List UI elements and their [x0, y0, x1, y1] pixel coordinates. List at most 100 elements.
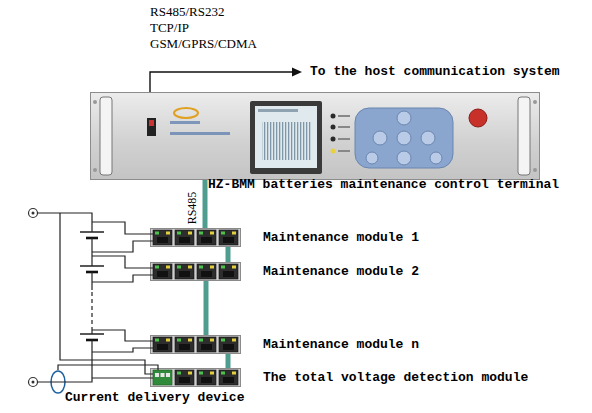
module-ports	[175, 337, 194, 352]
circuit-wire	[38, 213, 159, 382]
power-switch	[147, 118, 156, 136]
sensor-outline	[50, 370, 66, 394]
button-pad	[421, 131, 435, 145]
power-switch	[149, 120, 154, 126]
circuit-wire	[60, 213, 153, 374]
rs485-cable	[226, 247, 231, 262]
module-ports	[197, 337, 216, 352]
rack-handle	[100, 97, 112, 175]
module-ports	[175, 264, 194, 279]
terminal-block	[155, 373, 159, 377]
module-ports	[175, 230, 194, 245]
circuit-wire	[92, 275, 153, 282]
circuit-wire	[91, 272, 92, 290]
battery-cell	[80, 333, 104, 334]
protocol-label: TCP/IP	[150, 20, 189, 36]
protocol-label: GSM/GPRS/CDMA	[150, 36, 257, 52]
maintenance-module: Maintenance module 2	[150, 262, 241, 281]
module-ports	[219, 230, 238, 245]
circuit-wire	[92, 377, 153, 378]
battery-cell	[86, 271, 98, 274]
rack-handle	[533, 168, 537, 172]
battery-cell	[80, 265, 104, 266]
terminal-block	[161, 373, 165, 377]
module-ports	[197, 264, 216, 279]
lcd-screen	[262, 122, 312, 160]
rs485-cable	[203, 180, 208, 228]
terminal-block	[153, 370, 172, 385]
battery-terminal	[29, 209, 38, 218]
button-pad	[430, 152, 442, 164]
circuit-wire	[38, 213, 93, 232]
button-pad	[397, 151, 411, 165]
rs485-cable	[204, 281, 209, 335]
module-ports	[153, 230, 238, 385]
circuit-wire	[92, 256, 153, 268]
button-pad	[469, 109, 487, 127]
circuit-wire	[91, 328, 92, 334]
module-ports	[153, 264, 172, 279]
module-ports	[219, 264, 238, 279]
battery-terminal	[29, 209, 38, 387]
circuit-wire	[92, 241, 153, 252]
module-ports	[153, 230, 172, 245]
brand-logo	[170, 108, 230, 135]
node-label: HZ-BMM batteries maintenance control ter…	[208, 177, 559, 193]
current-sensor: Current delivery device	[50, 370, 66, 394]
button-pad	[355, 108, 453, 168]
lcd-screen	[250, 101, 322, 174]
module-ports	[153, 337, 172, 352]
lcd-screen	[258, 109, 298, 112]
lcd-screen	[250, 101, 322, 174]
status-led	[331, 149, 336, 154]
protocol-label: RS485/RS232	[150, 4, 224, 20]
circuit-wire	[58, 365, 158, 370]
battery-terminal	[29, 378, 38, 387]
module-ports	[219, 337, 238, 352]
brand-logo	[174, 108, 198, 118]
rack-handle	[518, 97, 530, 175]
node-label: Current delivery device	[65, 390, 244, 406]
status-led	[331, 125, 336, 130]
node-label: Maintenance module 2	[263, 264, 419, 280]
power-switch	[147, 118, 156, 136]
button-pad	[397, 111, 411, 125]
destination-label: To the host communication system	[310, 64, 560, 80]
rack-handle	[93, 100, 97, 104]
sensor-ring	[51, 371, 65, 393]
circuit-wire	[91, 238, 92, 266]
circuit-wire	[92, 222, 153, 234]
status-led	[338, 138, 350, 140]
battery-cell	[80, 232, 104, 340]
node-label: The total voltage detection module	[263, 370, 528, 386]
cable-label: RS485	[185, 192, 200, 225]
brand-logo	[170, 121, 200, 124]
uplink-arrow	[292, 68, 302, 77]
battery-cell	[86, 339, 98, 342]
status-led	[331, 137, 336, 142]
voltage-module: The total voltage detection module	[150, 368, 241, 387]
rack-handle	[93, 168, 97, 172]
button-pad	[397, 131, 411, 145]
control-terminal: HZ-BMM batteries maintenance control ter…	[90, 92, 540, 180]
circuit-wire	[91, 292, 92, 328]
uplink-arrow	[150, 68, 302, 93]
battery-terminal	[32, 381, 35, 384]
module-ports	[197, 230, 216, 245]
button-pad	[373, 131, 387, 145]
terminal-block	[166, 373, 170, 377]
node-label: Maintenance module 1	[263, 230, 419, 246]
rack-handle	[533, 100, 537, 104]
button-pad	[366, 152, 378, 164]
module-ports	[175, 370, 194, 385]
maintenance-module: Maintenance module 1	[150, 228, 241, 247]
module-ports	[197, 370, 216, 385]
lcd-screen	[255, 106, 317, 168]
module-ports	[219, 370, 238, 385]
node-label: Maintenance module n	[263, 337, 419, 353]
maintenance-module: Maintenance module n	[150, 335, 241, 354]
battery-cell	[80, 231, 104, 232]
rack-handle	[93, 97, 537, 175]
circuit-wire	[92, 348, 153, 352]
